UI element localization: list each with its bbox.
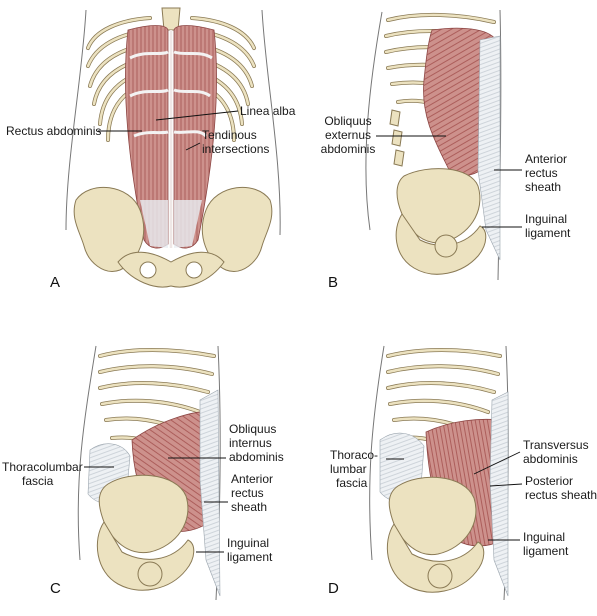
label-tlf-d-1: Thoraco- — [330, 448, 379, 462]
spine-b — [389, 109, 405, 167]
label-ant-c-1: Anterior — [231, 472, 274, 486]
label-ing-b-2: ligament — [525, 226, 571, 240]
label-tendinous-2: intersections — [202, 142, 270, 156]
label-rectus-abdominis: Rectus abdominis — [6, 124, 102, 138]
aponeurosis-c — [199, 389, 221, 597]
label-ext-3: abdominis — [320, 142, 376, 156]
label-ing-d-1: Inguinal — [523, 530, 566, 544]
ilium-c — [98, 474, 189, 554]
label-tr-1: Transversus — [523, 438, 589, 452]
label-tlf-c-2: fascia — [22, 474, 54, 488]
panel-letter-a: A — [50, 274, 61, 291]
label-ing-c-2: ligament — [227, 550, 273, 564]
label-ext-1: Obliquus — [324, 114, 372, 128]
aponeurosis-b — [477, 35, 501, 261]
label-ext-2: externus — [324, 128, 372, 142]
label-ant-b-2: rectus — [525, 166, 558, 180]
label-ant-b-1: Anterior — [525, 152, 568, 166]
label-ant-c-3: sheath — [231, 500, 268, 514]
label-tlf-d-3: fascia — [336, 476, 368, 490]
tendinous-bands — [129, 50, 213, 138]
label-ant-b-3: sheath — [525, 180, 562, 194]
label-ing-c-1: Inguinal — [227, 536, 270, 550]
panel-c-illustration — [77, 345, 228, 601]
label-int-3: abdominis — [229, 450, 284, 464]
aponeurosis-d — [489, 391, 509, 597]
torso-outline — [65, 9, 281, 236]
leader-tr — [473, 451, 521, 475]
ilium-d — [388, 476, 477, 556]
label-int-2: internus — [229, 436, 272, 450]
label-post-2: rectus sheath — [525, 488, 597, 502]
pubic-region — [117, 251, 225, 288]
label-post-1: Posterior — [525, 474, 574, 488]
ribcage-c-fill — [98, 348, 216, 454]
label-int-1: Obliquus — [229, 422, 277, 436]
rectus-abdominis-right — [173, 25, 217, 249]
label-ant-c-2: rectus — [231, 486, 264, 500]
label-tendinous-1: Tendinous — [202, 128, 257, 142]
hip-c — [96, 521, 195, 591]
panel-a-illustration — [65, 7, 281, 288]
label-ing-b-1: Inguinal — [525, 212, 568, 226]
panel-letter-c: C — [50, 580, 61, 597]
hip-d — [386, 523, 485, 593]
hip-b — [395, 213, 487, 275]
panel-letter-b: B — [328, 274, 339, 291]
label-tlf-c-1: Thoracolumbar — [2, 460, 83, 474]
pelvis-right — [201, 186, 273, 272]
rectus-tendon-lower — [140, 200, 202, 248]
label-linea-alba: Linea alba — [240, 104, 296, 118]
rectus-abdominis-left — [125, 25, 169, 249]
panel-d-illustration — [369, 345, 523, 601]
label-tr-2: abdominis — [523, 452, 578, 466]
leader-post — [489, 483, 523, 487]
label-ing-d-2: ligament — [523, 544, 569, 558]
leader-tendinous — [185, 142, 201, 151]
label-tlf-d-2: lumbar — [330, 462, 367, 476]
panel-letter-d: D — [328, 580, 339, 597]
panel-b-illustration — [365, 9, 522, 281]
leader-linea — [155, 110, 239, 121]
